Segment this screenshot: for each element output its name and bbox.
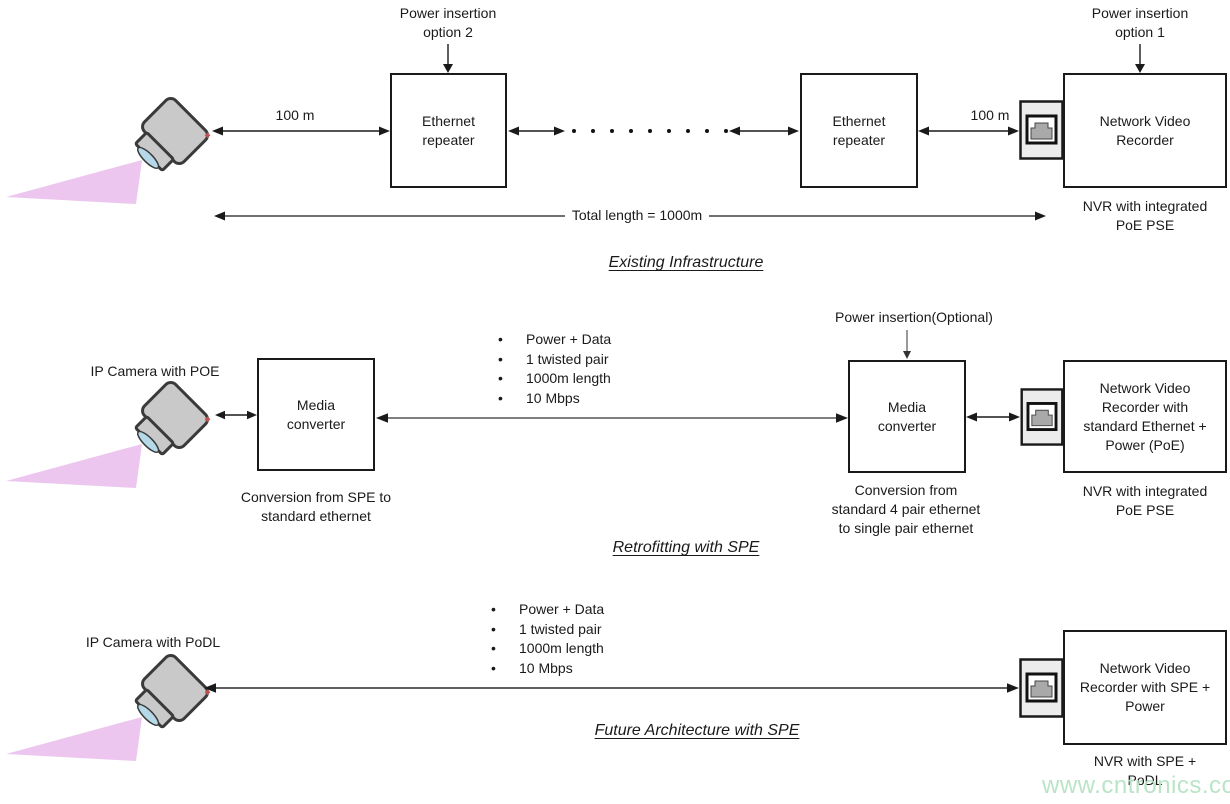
list-item-label: 1000m length bbox=[526, 370, 611, 386]
ethernet-port-icon bbox=[1019, 658, 1064, 718]
nvr-caption: NVR with integrated PoE PSE bbox=[1082, 198, 1208, 233]
bullet-icon: • bbox=[491, 601, 496, 617]
double-arrow-icon bbox=[215, 410, 257, 420]
camera-label-retrofit: IP Camera with POE bbox=[90, 363, 220, 379]
double-arrow-icon bbox=[212, 126, 390, 136]
list-item-label: 10 Mbps bbox=[519, 659, 573, 676]
list-item: • 1 twisted pair bbox=[490, 350, 690, 370]
down-arrow-thin-icon bbox=[903, 330, 911, 359]
power-insertion-option1-label: Power insertion option 1 bbox=[1091, 5, 1189, 40]
bullet-icon: • bbox=[491, 659, 496, 676]
list-item-label: 1000m length bbox=[519, 640, 604, 656]
ethernet-repeater-2-box: Ethernet repeater bbox=[800, 73, 918, 188]
nvr-caption: NVR with SPE + PoDL bbox=[1093, 753, 1197, 788]
list-item: • Power + Data bbox=[490, 330, 690, 350]
section-title-existing: Existing Infrastructure bbox=[608, 254, 764, 271]
camera-label-future: IP Camera with PoDL bbox=[85, 634, 221, 650]
list-item-label: 10 Mbps bbox=[526, 389, 580, 406]
bullet-icon: • bbox=[498, 350, 503, 367]
double-arrow-icon bbox=[508, 126, 565, 136]
link-properties-list: • Power + Data • 1 twisted pair • 1000m len… bbox=[483, 600, 683, 678]
double-arrow-icon bbox=[918, 126, 1019, 136]
spe-link-double-arrow-icon bbox=[204, 683, 1019, 693]
list-item: • 10 Mbps bbox=[490, 389, 690, 409]
ethernet-port-icon bbox=[1020, 388, 1064, 446]
bullet-icon: • bbox=[491, 620, 496, 637]
media-converter-2-caption: Conversion from standard 4 pair ethernet… bbox=[831, 482, 981, 536]
list-item-label: Power + Data bbox=[526, 331, 612, 347]
bullet-icon: • bbox=[498, 370, 503, 386]
power-insertion-option2-label: Power insertion option 2 bbox=[399, 5, 497, 40]
section-title-future: Future Architecture with SPE bbox=[594, 722, 800, 739]
bullet-icon: • bbox=[498, 331, 503, 347]
list-item-label: 1 twisted pair bbox=[519, 620, 602, 637]
down-arrow-icon bbox=[443, 44, 453, 73]
nvr-caption: NVR with integrated PoE PSE bbox=[1082, 483, 1208, 518]
list-item-label: Power + Data bbox=[519, 601, 605, 617]
ip-camera-icon bbox=[0, 653, 220, 765]
double-arrow-icon bbox=[966, 412, 1020, 422]
ethernet-repeater-1-box: Ethernet repeater bbox=[390, 73, 507, 188]
media-converter-1-box: Media converter bbox=[257, 358, 375, 471]
down-arrow-icon bbox=[1135, 44, 1145, 73]
bullet-icon: • bbox=[491, 640, 496, 656]
media-converter-2-box: Media converter bbox=[848, 360, 966, 473]
dotted-line-icon bbox=[572, 129, 728, 133]
link-properties-list: • Power + Data • 1 twisted pair • 1000m len… bbox=[490, 330, 690, 408]
list-item: • 1 twisted pair bbox=[483, 620, 683, 640]
nvr-box: Network Video Recorder bbox=[1063, 73, 1227, 188]
distance-label: 100 m bbox=[275, 107, 315, 123]
list-item: • 1000m length bbox=[483, 639, 683, 659]
total-length-label: Total length = 1000m bbox=[537, 207, 737, 225]
nvr-poe-box: Network Video Recorder with standard Eth… bbox=[1063, 360, 1227, 473]
distance-label: 100 m bbox=[970, 107, 1010, 123]
double-arrow-icon bbox=[729, 126, 799, 136]
list-item: • Power + Data bbox=[483, 600, 683, 620]
list-item: • 1000m length bbox=[490, 369, 690, 389]
bullet-icon: • bbox=[498, 389, 503, 406]
power-insertion-optional-label: Power insertion(Optional) bbox=[835, 309, 993, 325]
ip-camera-icon bbox=[0, 96, 220, 208]
media-converter-1-caption: Conversion from SPE to standard ethernet bbox=[240, 489, 392, 524]
ip-camera-icon bbox=[0, 380, 220, 492]
ethernet-port-icon bbox=[1019, 100, 1064, 160]
section-title-retrofitting: Retrofitting with SPE bbox=[612, 539, 760, 556]
watermark: www.cntronics.com bbox=[1042, 772, 1230, 799]
nvr-spe-box: Network Video Recorder with SPE + Power bbox=[1063, 630, 1227, 745]
spe-link-double-arrow-icon bbox=[376, 413, 848, 423]
list-item-label: 1 twisted pair bbox=[526, 350, 609, 367]
list-item: • 10 Mbps bbox=[483, 659, 683, 679]
